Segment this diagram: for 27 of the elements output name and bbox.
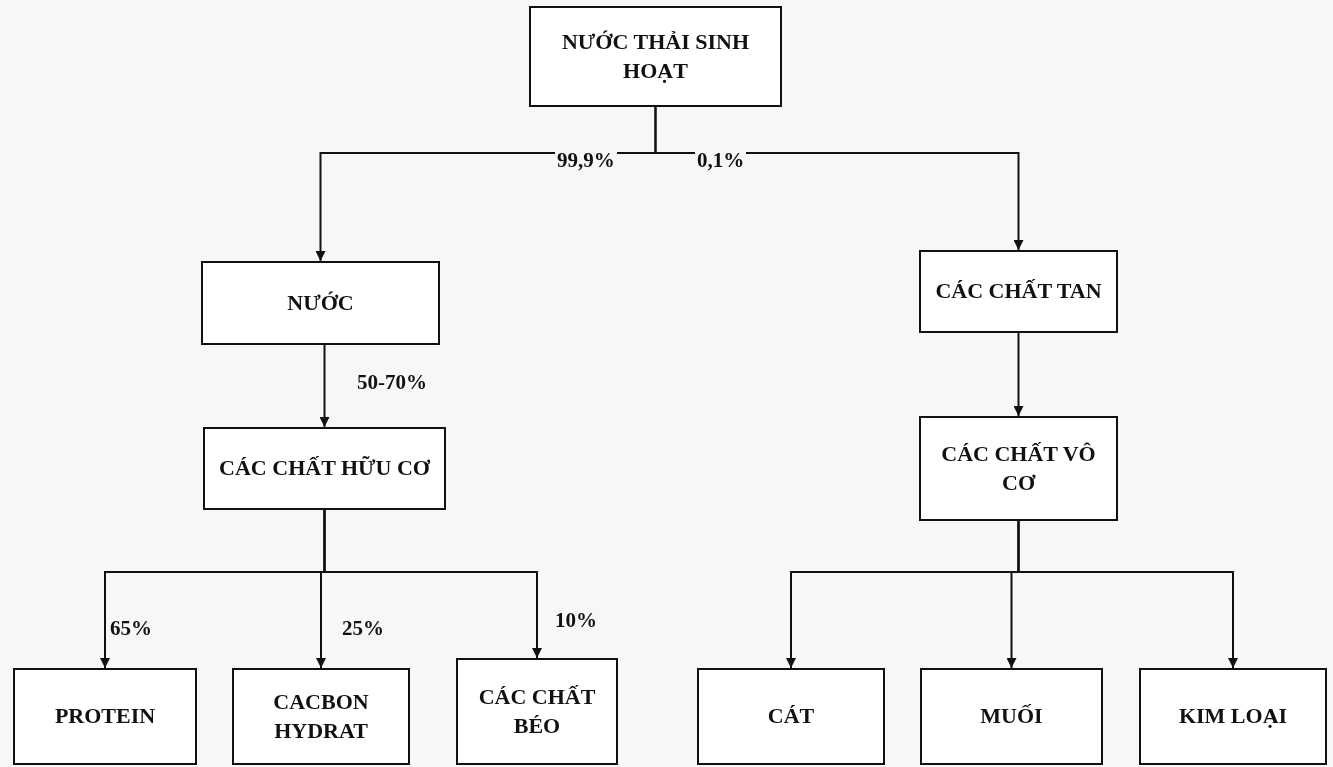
process-box — [697, 668, 885, 765]
process-box — [203, 427, 446, 510]
node-text: NƯỚC THẢI SINH HOẠT — [560, 27, 750, 85]
process-box — [1139, 668, 1327, 765]
node-text: CÁC CHẤT BÉO — [477, 682, 597, 740]
node-text: MUỐI — [979, 702, 1044, 731]
arrow — [319, 344, 330, 428]
arrow — [1017, 520, 1238, 669]
process-box — [529, 6, 782, 107]
arrow — [1013, 332, 1024, 417]
process-box — [919, 416, 1118, 521]
node-text: NƯỚC — [286, 288, 355, 317]
node-text: KIM LOẠI — [1177, 702, 1289, 731]
node-text: CÁC CHẤT HỮU CƠ — [218, 454, 432, 483]
arrow — [323, 509, 542, 659]
node-text: PROTEIN — [53, 702, 157, 731]
node-text: CACBON HYDRAT — [272, 687, 370, 745]
node-text: CÁT — [766, 702, 816, 731]
process-box — [13, 668, 197, 765]
process-box — [920, 668, 1103, 765]
process-box — [201, 261, 440, 345]
node-text: CÁC CHẤT VÔ CƠ — [940, 439, 1097, 497]
process-box — [456, 658, 618, 765]
process-box — [919, 250, 1118, 333]
node-text: CÁC CHẤT TAN — [934, 277, 1103, 306]
process-box — [232, 668, 410, 765]
arrow — [654, 106, 1024, 251]
